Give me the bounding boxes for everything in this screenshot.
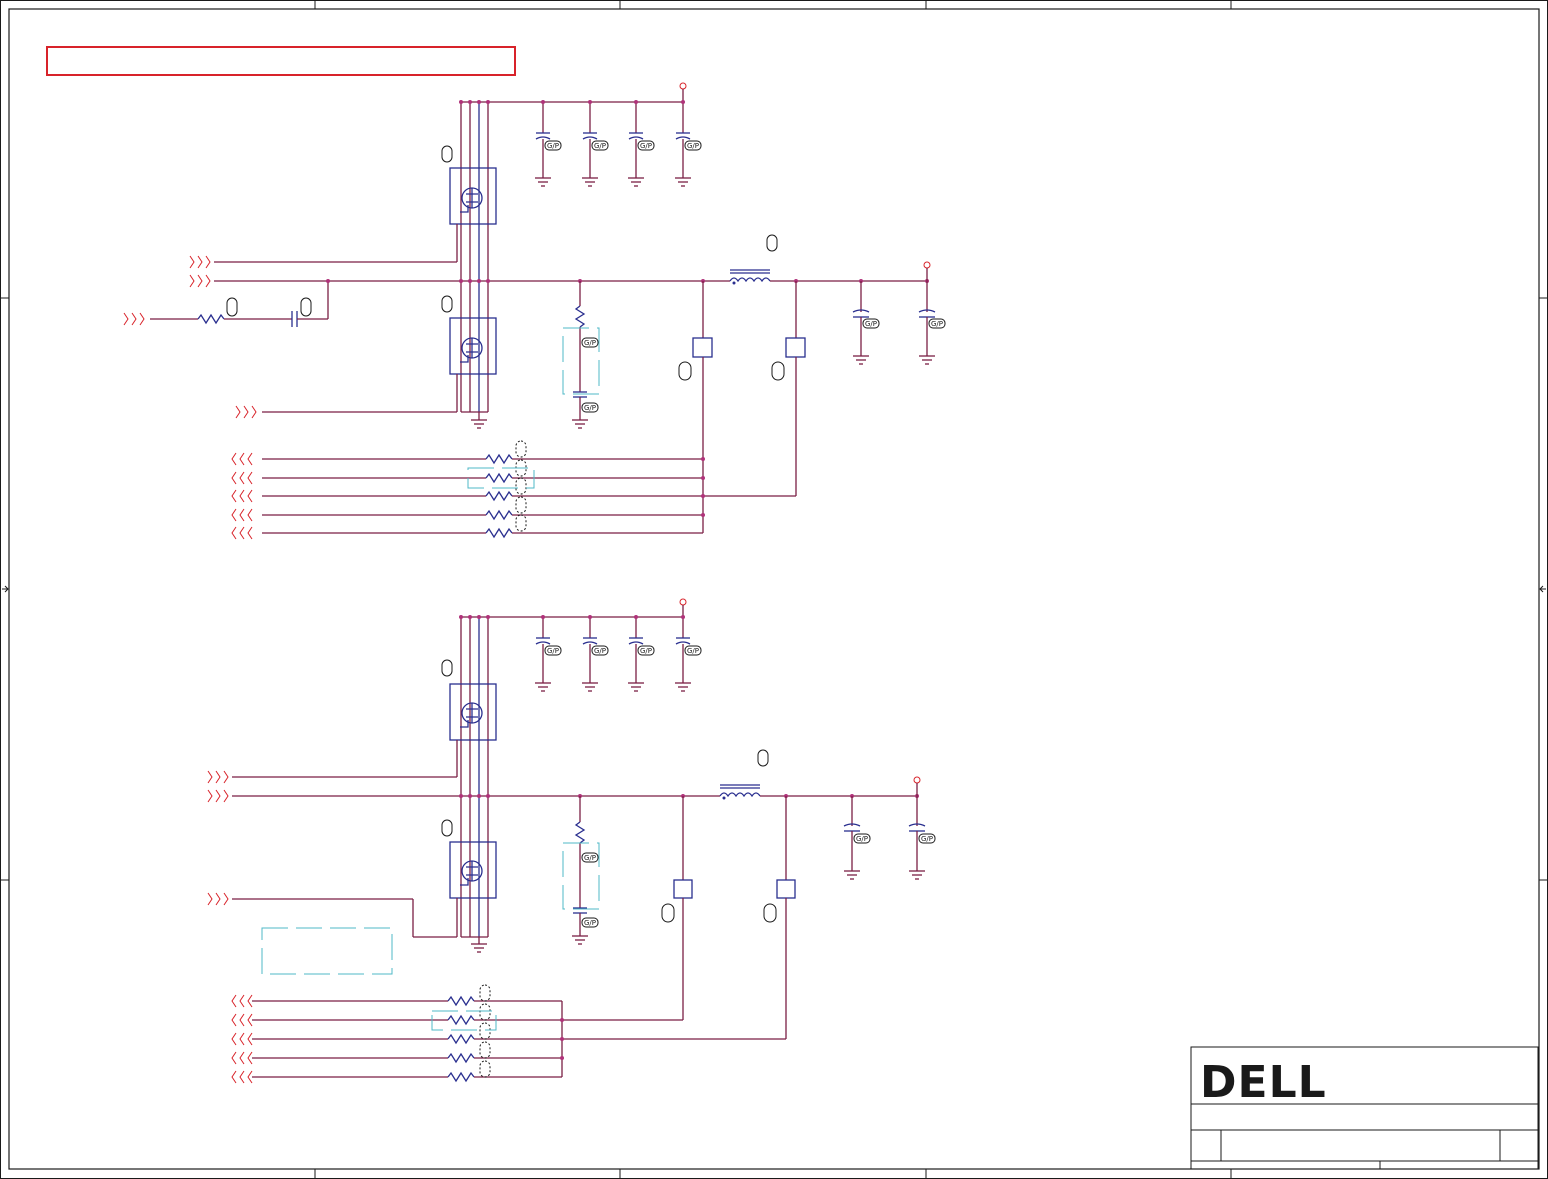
svg-text:G/P: G/P <box>584 339 596 347</box>
svg-text:G/P: G/P <box>687 142 699 150</box>
sense-testpoint-left-2 <box>673 879 693 899</box>
output-capacitor-bank-2: G/P G/P <box>843 796 936 880</box>
vout-rail-symbol <box>923 261 931 269</box>
svg-text:G/P: G/P <box>547 142 559 150</box>
sense-testpoint-right-2 <box>776 879 796 899</box>
svg-text:G/P: G/P <box>931 320 943 328</box>
svg-text:G/P: G/P <box>640 647 652 655</box>
svg-text:G/P: G/P <box>547 647 559 655</box>
svg-text:G/P: G/P <box>594 142 606 150</box>
sense-testpoint-left <box>692 337 713 358</box>
sense-resistor-network-2 <box>231 984 786 1084</box>
title-block <box>1190 1046 1539 1170</box>
phase-1-circuit: G/P G/P G/P G/P <box>123 82 946 540</box>
svg-text:G/P: G/P <box>584 404 596 412</box>
annotation-box <box>261 927 393 975</box>
output-capacitor-bank: G/P G/P <box>852 281 946 365</box>
snubber-network: G/P G/P <box>562 281 600 429</box>
low-side-mosfet <box>441 295 497 375</box>
port-arrow-ugate <box>189 255 211 269</box>
dell-logo: DELL <box>1200 1057 1327 1108</box>
sense-testpoint-right <box>785 337 806 358</box>
svg-text:G/P: G/P <box>865 320 877 328</box>
input-capacitor-bank-2: G/P G/P G/P G/P <box>535 615 702 692</box>
input-capacitor-bank: G/P G/P G/P G/P <box>535 100 702 187</box>
boot-resistor <box>197 313 225 325</box>
port-arrow-phase-2 <box>207 789 229 803</box>
snubber-network-2: G/P G/P <box>562 796 600 945</box>
output-inductor-2 <box>719 749 769 800</box>
svg-text:G/P: G/P <box>594 647 606 655</box>
port-arrow-boot <box>123 312 145 326</box>
power-rail-symbol <box>679 82 687 90</box>
svg-text:G/P: G/P <box>640 142 652 150</box>
phase-2-circuit: G/P G/P G/P G/P <box>207 598 936 1084</box>
highlight-box <box>46 46 516 76</box>
svg-text:G/P: G/P <box>921 835 933 843</box>
port-arrow-lgate-2 <box>207 892 229 906</box>
port-arrow-ugate-2 <box>207 770 229 784</box>
power-rail-symbol-2 <box>679 598 687 606</box>
output-inductor <box>729 234 778 285</box>
svg-text:G/P: G/P <box>856 835 868 843</box>
high-side-mosfet-2 <box>441 659 497 741</box>
port-arrow-phase <box>189 274 211 288</box>
low-side-mosfet-2 <box>441 819 497 899</box>
sense-resistor-network <box>231 440 796 540</box>
svg-text:G/P: G/P <box>687 647 699 655</box>
port-arrow-lgate <box>235 405 257 419</box>
high-side-mosfet <box>441 145 497 225</box>
svg-text:G/P: G/P <box>584 854 596 862</box>
vout-rail-symbol-2 <box>913 776 921 784</box>
svg-text:G/P: G/P <box>584 919 596 927</box>
